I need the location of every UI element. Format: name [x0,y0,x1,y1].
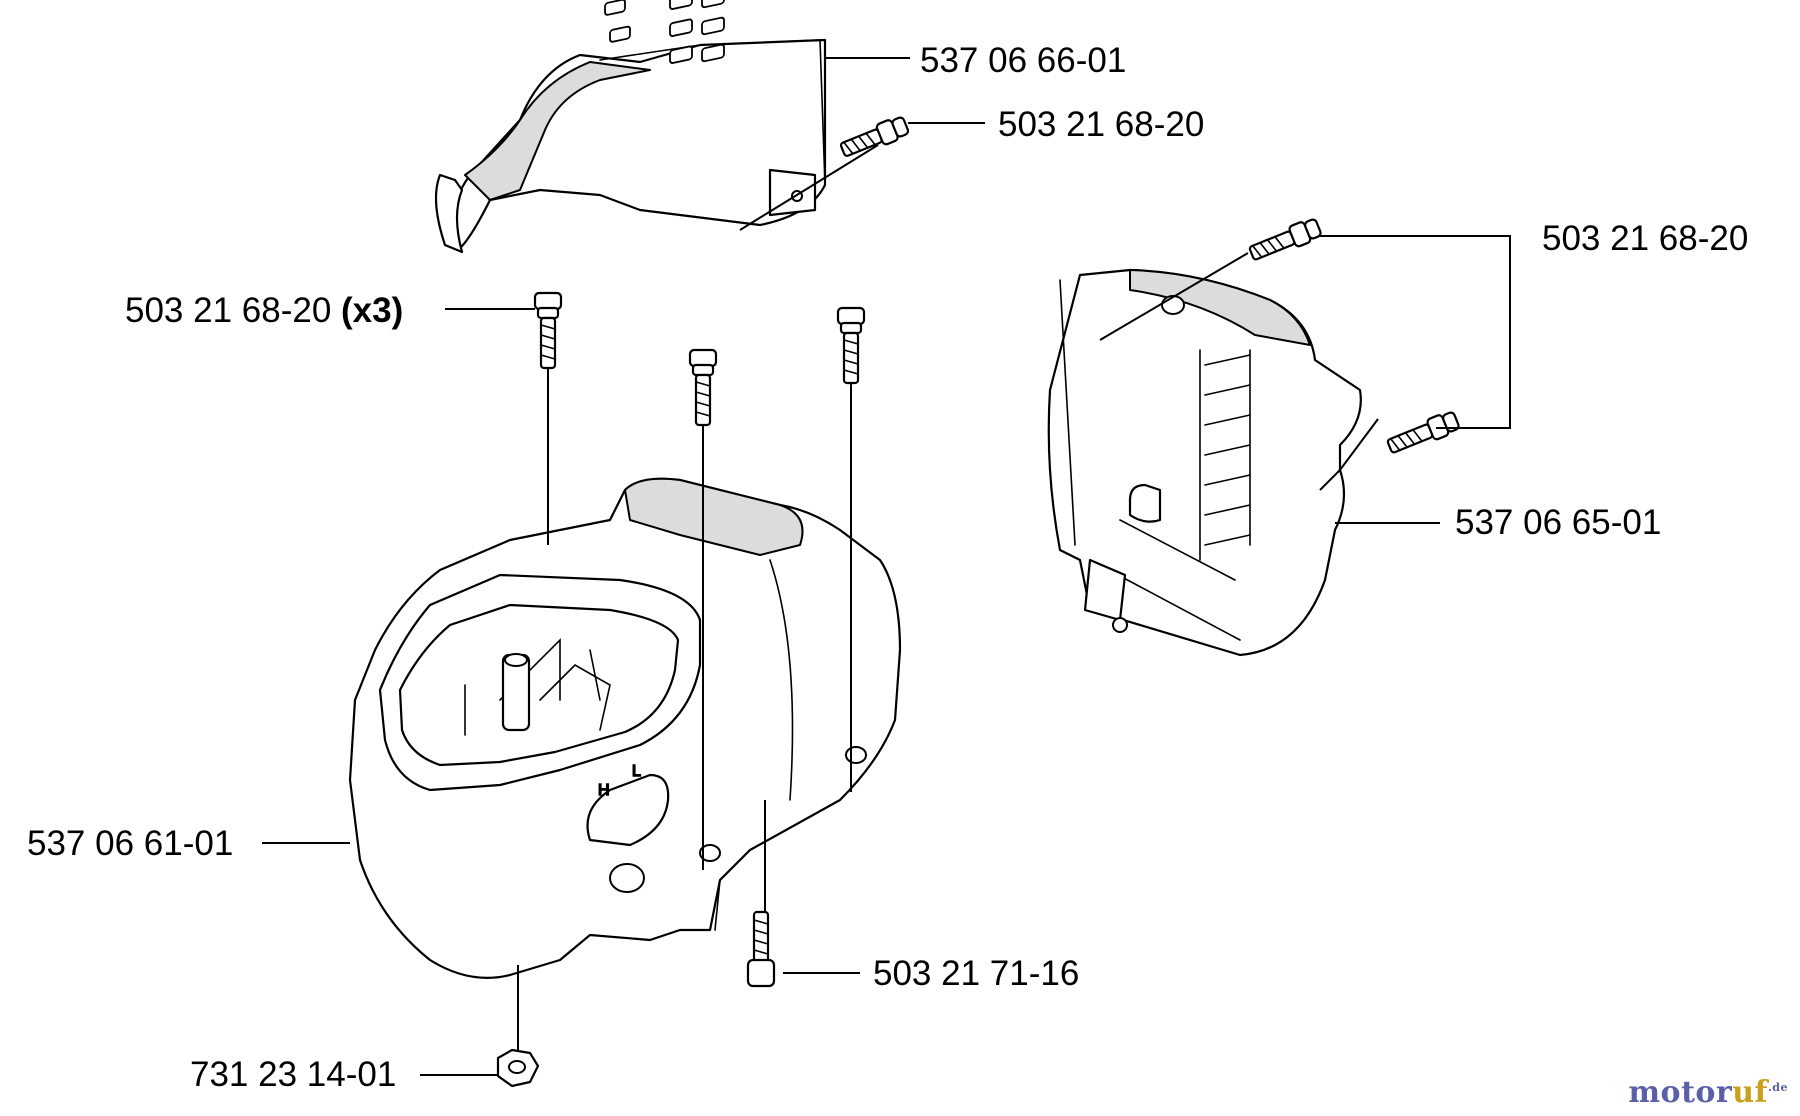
label-top-cover-screw: 503 21 68-20 [998,105,1204,144]
svg-text:L: L [632,763,641,780]
side-cover-screw-upper [1248,218,1322,261]
cylinder-cover-part: H L [348,477,902,979]
nut [496,1048,540,1088]
label-cylinder-cover-screws: 503 21 68-20 (x3) [125,291,403,330]
cylinder-cover-screw-1 [533,291,563,370]
top-cover-screw [839,116,910,157]
label-cylinder-cover-screws-qty: (x3) [341,291,403,330]
vent-slots [604,0,725,64]
label-nut: 731 23 14-01 [190,1055,396,1094]
cooling-fins [1199,349,1251,561]
label-cylinder-cover: 537 06 61-01 [27,824,233,863]
label-side-cover-screws: 503 21 68-20 [1542,219,1748,258]
side-cover-part [1047,268,1362,657]
label-bottom-screw: 503 21 71-16 [873,954,1079,993]
watermark-text: motoruf [1628,1075,1768,1110]
cylinder-cover-screw-3 [836,306,866,385]
label-top-cover: 537 06 66-01 [920,41,1126,80]
watermark-logo: motoruf.de [1628,1075,1788,1110]
label-cylinder-cover-screws-number: 503 21 68-20 [125,291,331,330]
label-side-cover: 537 06 65-01 [1455,503,1661,542]
bottom-screw [746,910,776,988]
cylinder-cover-screw-2 [688,348,718,427]
side-cover-screw-lower [1386,411,1460,454]
leader-lines [262,57,1511,1076]
watermark-suffix: .de [1767,1081,1788,1094]
svg-text:H: H [598,782,610,799]
